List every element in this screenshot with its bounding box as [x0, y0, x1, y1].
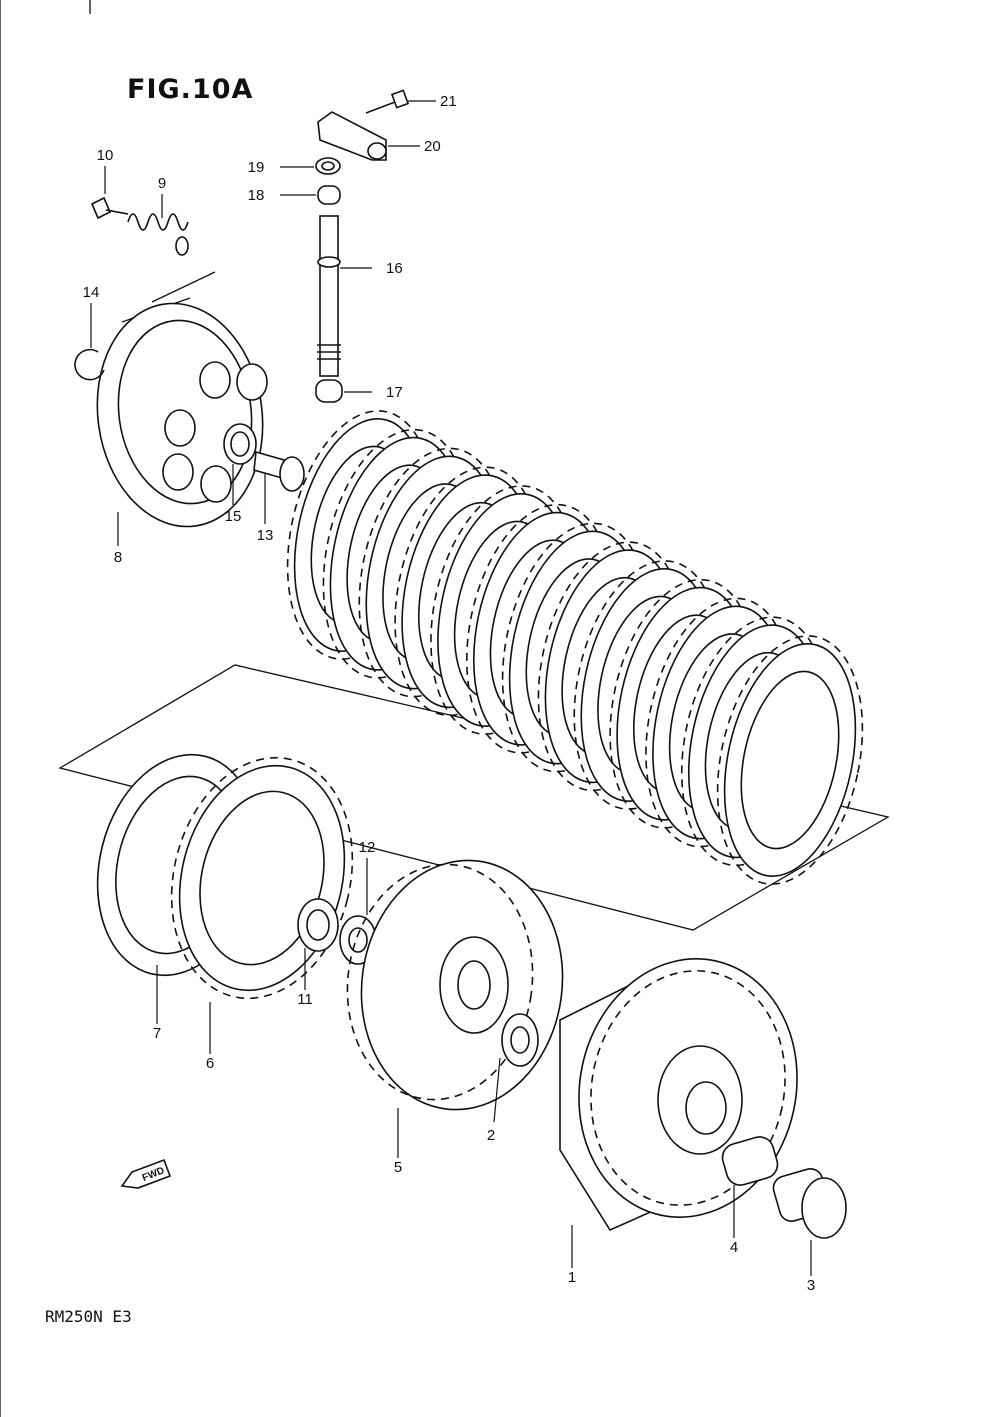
clutch-lower-group: [96, 753, 847, 1239]
plate-inner-edge: [740, 670, 840, 850]
oil-seal-bore: [321, 161, 335, 171]
clutch-spring-bolt-shank: [105, 209, 129, 215]
thrust-washer-bore: [510, 1026, 530, 1054]
fwd-arrow: FWD: [120, 1158, 172, 1189]
part-label-14: 14: [83, 284, 100, 301]
part-label-16: 16: [386, 260, 403, 277]
part-label-8: 8: [114, 549, 122, 566]
clutch-sleeve-hub-center: [439, 936, 509, 1034]
clutch-sleeve-hub-bore: [457, 960, 491, 1010]
part-label-4: 4: [730, 1239, 738, 1256]
upper-needle-bearing: [317, 185, 341, 205]
clutch-spring-bolt-head: [90, 196, 112, 220]
part-label-15: 15: [225, 508, 242, 525]
model-code: RM250N E3: [45, 1307, 132, 1326]
part-label-19: 19: [248, 159, 265, 176]
clutch-spring-end: [175, 236, 189, 256]
release-shaft-gear: [317, 344, 341, 360]
plate-tabs: [716, 635, 864, 885]
clutch-sleeve-hub-splines: [346, 863, 534, 1101]
lock-washer-bore: [348, 927, 368, 953]
clutch-sleeve-hub: [360, 859, 564, 1111]
part-label-2: 2: [487, 1127, 495, 1144]
pressure-plate-inner: [117, 319, 253, 505]
clutch-spring: [127, 213, 189, 231]
part-label-3: 3: [807, 1277, 815, 1294]
part-label-18: 18: [248, 187, 265, 204]
release-arm-bolt-shank: [365, 101, 396, 114]
release-bearing: [223, 423, 257, 465]
spacer-bushing: [297, 898, 339, 952]
housing-spacer-flange: [801, 1177, 847, 1239]
oil-seal: [315, 157, 341, 175]
part-label-10: 10: [97, 147, 114, 164]
spring-boss: [162, 453, 194, 491]
spring-boss: [164, 409, 196, 447]
fwd-arrow-icon: [120, 1158, 172, 1189]
release-arm-bolt-head: [390, 89, 410, 109]
push-piece-head: [279, 456, 305, 492]
release-shaft-collar: [317, 256, 341, 268]
part-label-5: 5: [394, 1159, 402, 1176]
part-label-13: 13: [257, 527, 274, 544]
part-label-11: 11: [297, 991, 313, 1008]
release-shaft: [319, 215, 339, 377]
housing-needle-bearing: [721, 1136, 779, 1186]
driven-plate-front-tabs: [170, 756, 354, 1000]
leader-line-2: [493, 1057, 501, 1123]
spring-boss: [236, 363, 268, 401]
primary-driven-gear-bore: [685, 1081, 727, 1135]
pressure-plate-group: [74, 196, 305, 528]
spring-boss: [199, 361, 231, 399]
part-label-9: 9: [158, 175, 166, 192]
spacer-bushing-bore: [306, 909, 330, 941]
part-label-6: 6: [206, 1055, 214, 1072]
lower-needle-bearing: [315, 379, 343, 403]
figure-title: FIG.10A: [127, 74, 254, 105]
release-shaft-group: [315, 89, 410, 403]
part-label-17: 17: [386, 384, 403, 401]
part-label-12: 12: [359, 839, 376, 856]
release-bearing-bore: [230, 431, 250, 457]
drive-plate: [723, 643, 857, 877]
primary-driven-gear-hub: [657, 1045, 743, 1155]
spring-bosses: [162, 361, 268, 503]
driven-plate-front-inner: [199, 790, 325, 966]
part-label-21: 21: [440, 93, 457, 110]
part-label-7: 7: [153, 1025, 161, 1042]
thrust-washer: [501, 1013, 539, 1067]
clutch-plate-stack: [58, 410, 890, 931]
part-label-20: 20: [424, 138, 441, 155]
release-arm-hub: [367, 142, 387, 160]
circlip: [74, 348, 105, 381]
primary-driven-gear-teeth: [590, 970, 786, 1206]
part-label-1: 1: [568, 1269, 576, 1286]
spring-boss: [200, 465, 232, 503]
